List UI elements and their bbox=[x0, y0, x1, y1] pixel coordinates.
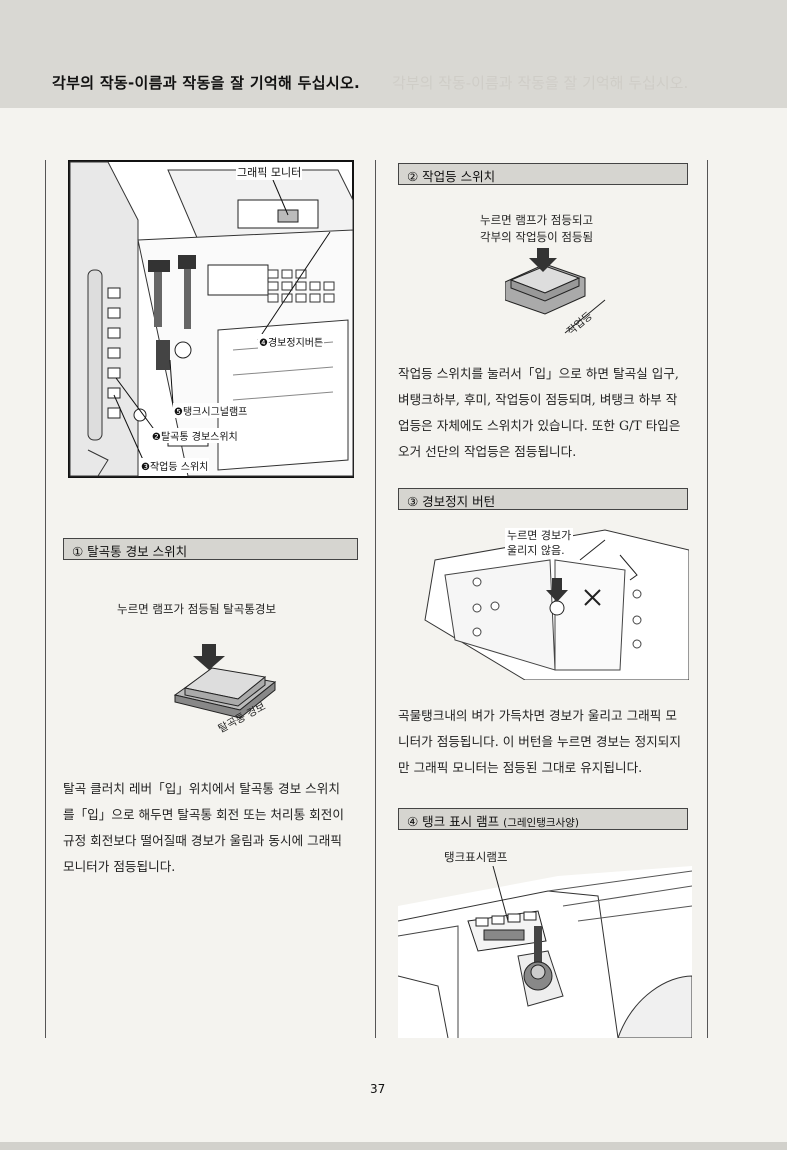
section-1-line-4: 모니터가 점등됩니다. bbox=[63, 859, 176, 874]
label-threshing-alarm-switch: ❷탈곡통 경보스위치 bbox=[151, 428, 239, 443]
section-2-caption-line-2: 각부의 작업등이 점등됨 bbox=[480, 230, 594, 244]
alarm-stop-drawing bbox=[424, 529, 690, 681]
section-2-line-3: 업등은 자체에도 스위치가 있습니다. 또한 G/T 타입은 bbox=[398, 418, 681, 433]
section-1-caption: 누르면 램프가 점등됨 탈곡통경보 bbox=[117, 602, 277, 616]
left-rule bbox=[45, 160, 46, 1038]
section-4-title: ④ 탱크 표시 램프 bbox=[407, 814, 500, 829]
bleed-through-title: 각부의 작동-이름과 작동을 잘 기억해 두십시오. bbox=[392, 74, 689, 92]
section-2-line-2: 벼탱크하부, 후미, 작업등이 점등되며, 벼탱크 하부 작 bbox=[398, 392, 678, 407]
section-1-line-2: 를「입」으로 해두면 탈곡통 회전 또는 처리통 회전이 bbox=[63, 807, 344, 822]
alarm-switch-drawing bbox=[173, 644, 277, 719]
section-2-body: 작업등 스위치를 눌러서「입」으로 하면 탈곡실 입구, 벼탱크하부, 후미, … bbox=[398, 361, 698, 465]
label-alarm-stop-button: ❹경보정지버튼 bbox=[258, 334, 325, 349]
label-work-light-switch: ❸작업등 스위치 bbox=[140, 458, 210, 473]
alarm-stop-callout-line-1: 누르면 경보가 bbox=[507, 529, 572, 542]
section-2-line-1: 작업등 스위치를 눌러서「입」으로 하면 탈곡실 입구, bbox=[398, 366, 679, 381]
tank-lamp-illustration bbox=[397, 865, 693, 1039]
section-2-line-4: 오거 선단의 작업등은 점등됩니다. bbox=[398, 444, 577, 459]
page-title: 각부의 작동-이름과 작동을 잘 기억해 두십시오. bbox=[52, 74, 361, 92]
label-tank-signal-lamp: ❺탱크시그널램프 bbox=[173, 403, 249, 418]
section-3-line-3: 만 그래픽 모니터는 점등된 그대로 유지됩니다. bbox=[398, 760, 643, 775]
section-1-line-1: 탈곡 클러치 레버「입」위치에서 탈곡통 경보 스위치 bbox=[63, 781, 340, 796]
section-3-body: 곡물탱크내의 벼가 가득차면 경보가 울리고 그래픽 모 니터가 점등됩니다. … bbox=[398, 703, 698, 781]
section-1-body: 탈곡 클러치 레버「입」위치에서 탈곡통 경보 스위치 를「입」으로 해두면 탈… bbox=[63, 776, 363, 880]
alarm-stop-callout-line-2: 울리지 않음. bbox=[507, 544, 565, 557]
work-light-switch-drawing bbox=[504, 248, 606, 334]
cockpit-illustration: 그래픽 모니터 ❹경보정지버튼 ❺탱크시그널램프 ❷탈곡통 경보스위치 ❸작업등… bbox=[68, 160, 354, 478]
bottom-band bbox=[0, 1142, 787, 1150]
section-2-caption: 누르면 램프가 점등되고 각부의 작업등이 점등됨 bbox=[480, 212, 593, 246]
alarm-stop-illustration: 누르면 경보가 울리지 않음. bbox=[405, 520, 690, 681]
alarm-switch-illustration: 탈곡통 경보 bbox=[170, 640, 290, 760]
section-3-line-2: 니터가 점등됩니다. 이 버턴을 누르면 경보는 정지되지 bbox=[398, 734, 681, 749]
section-1-heading: ① 탈곡통 경보 스위치 bbox=[63, 538, 358, 560]
label-graphic-monitor: 그래픽 모니터 bbox=[236, 164, 303, 180]
tank-lamp-drawing bbox=[397, 865, 693, 1039]
section-1-line-3: 규정 회전보다 떨어질때 경보가 울림과 동시에 그래픽 bbox=[63, 833, 342, 848]
section-3-line-1: 곡물탱크내의 벼가 가득차면 경보가 울리고 그래픽 모 bbox=[398, 708, 677, 723]
center-rule bbox=[375, 160, 376, 1038]
section-2-caption-line-1: 누르면 램프가 점등되고 bbox=[480, 213, 594, 227]
section-2-heading: ② 작업등 스위치 bbox=[398, 163, 688, 185]
section-4-title-suffix: (그레인탱크사양) bbox=[503, 817, 579, 829]
top-band bbox=[0, 0, 787, 108]
section-3-heading: ③ 경보정지 버턴 bbox=[398, 488, 688, 510]
section-4-heading: ④ 탱크 표시 램프 (그레인탱크사양) bbox=[398, 808, 688, 830]
work-light-switch-illustration: 작업등 bbox=[504, 248, 615, 348]
cockpit-drawing bbox=[68, 160, 354, 478]
alarm-stop-callout: 누르면 경보가 울리지 않음. bbox=[505, 528, 574, 558]
tank-lamp-caption: 탱크표시램프 bbox=[444, 850, 508, 864]
right-rule bbox=[707, 160, 708, 1038]
page-number: 37 bbox=[370, 1082, 386, 1096]
